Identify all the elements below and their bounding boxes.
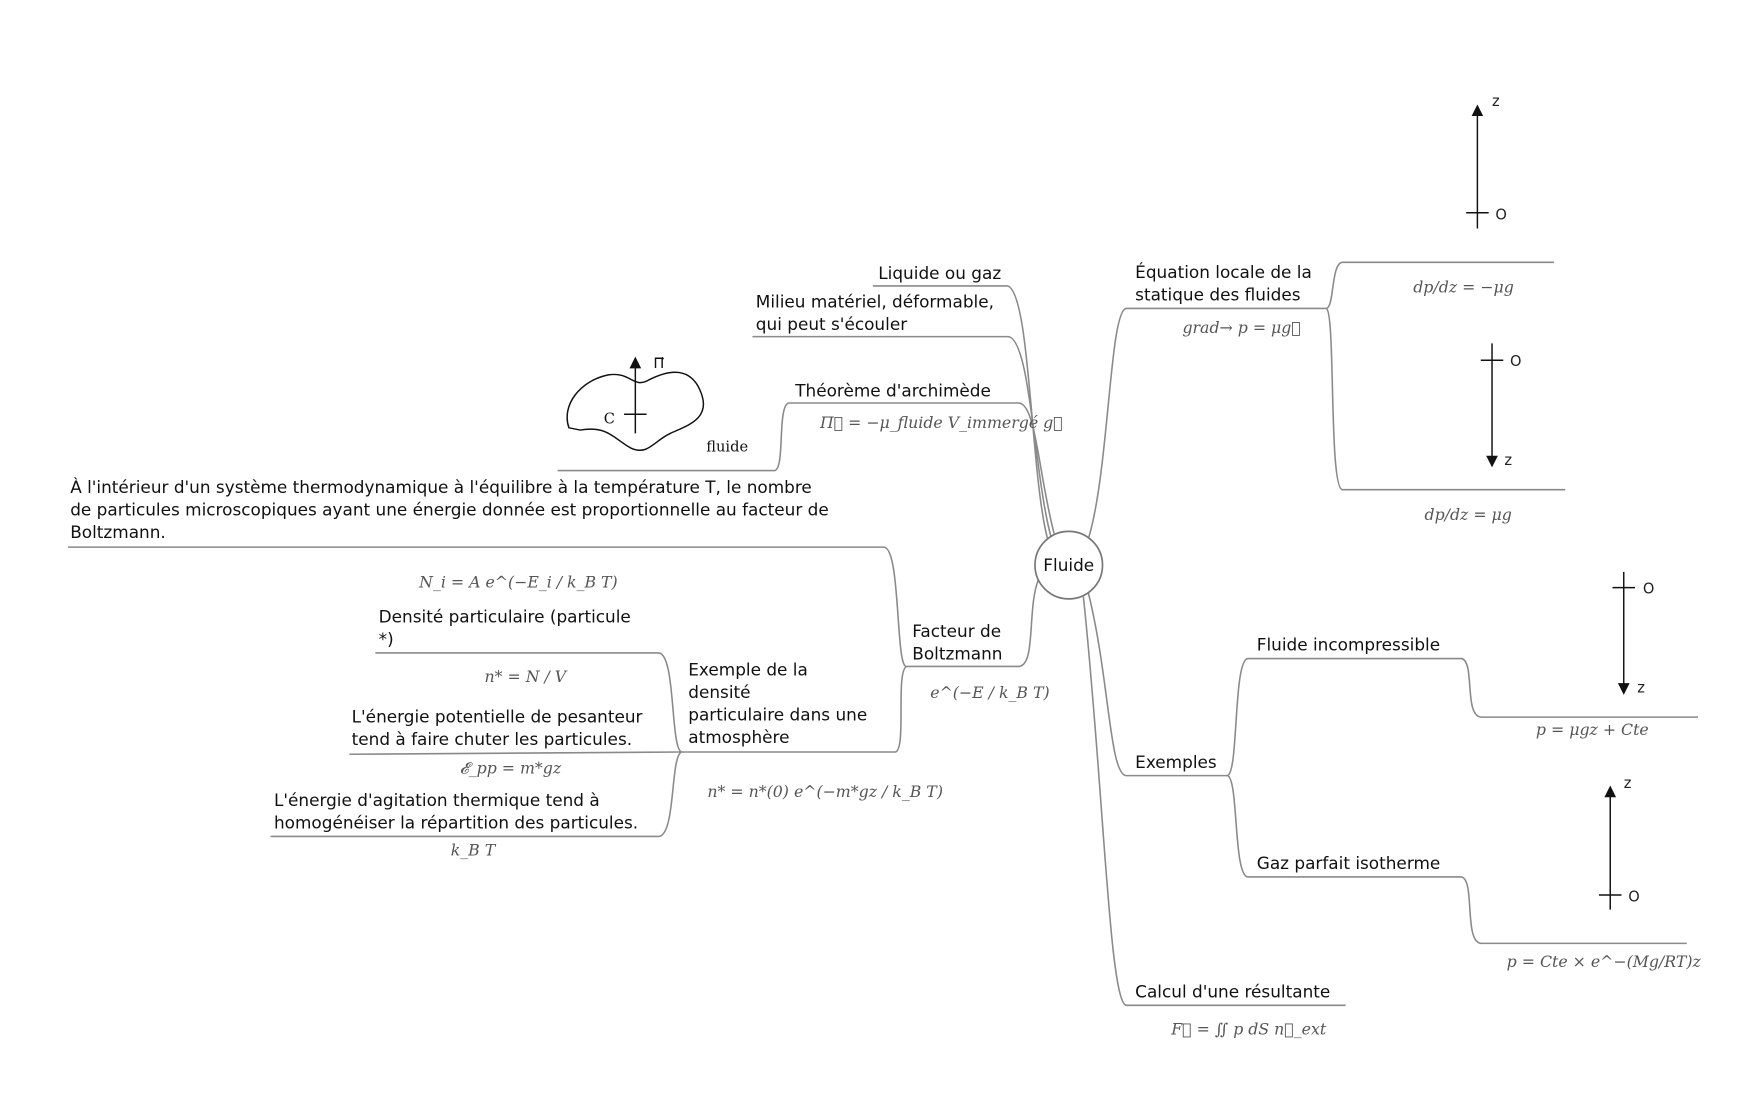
node-text: tend à faire chuter les particules. <box>352 729 632 749</box>
axis-down-icon: O z <box>1480 343 1522 469</box>
formula: n* = N / V <box>484 667 567 686</box>
node-text: qui peut s'écouler <box>756 314 907 334</box>
node-liquide[interactable]: Liquide ou gaz <box>878 263 1001 283</box>
node-gaz-parfait[interactable]: Gaz parfait isotherme p = Cte × e^−(Mg/R… <box>1257 775 1702 971</box>
formula: dp/dz = μg <box>1424 505 1511 524</box>
formula: p = Cte × e^−(Mg/RT)z <box>1507 952 1702 971</box>
axis-z-label: z <box>1504 452 1512 469</box>
node-energie-agitation[interactable]: L'énergie d'agitation thermique tend à h… <box>274 790 638 860</box>
node-boltzmann-statement[interactable]: À l'intérieur d'un système thermodynamiq… <box>70 476 829 592</box>
axis-z-label: z <box>1637 679 1645 696</box>
node-text: Gaz parfait isotherme <box>1257 853 1441 873</box>
node-archimede[interactable]: Théorème d'archimède Π⃗ = −μ_fluide V_im… <box>794 380 1063 432</box>
figure-vector-label: Π⃗ <box>653 355 664 372</box>
formula: k_B T <box>451 841 497 860</box>
node-exemples[interactable]: Exemples <box>1135 752 1217 772</box>
node-text: statique des fluides <box>1135 285 1300 305</box>
axis-z-label: z <box>1624 775 1632 792</box>
formula: e^(−E / k_B T) <box>930 683 1049 702</box>
formula: p = μgz + Cte <box>1536 720 1649 739</box>
node-dpdz-neg[interactable]: dp/dz = −μg z O <box>1413 93 1514 297</box>
node-text: atmosphère <box>688 727 789 747</box>
node-fluide-incompressible[interactable]: Fluide incompressible p = μgz + Cte O z <box>1257 571 1655 739</box>
node-text: Théorème d'archimède <box>794 380 991 400</box>
node-text: Milieu matériel, déformable, <box>756 291 994 311</box>
node-resultante[interactable]: Calcul d'une résultante F⃗ = ∬ p dS n⃗_e… <box>1135 981 1330 1038</box>
node-text: Fluide incompressible <box>1257 635 1440 655</box>
node-text: Facteur de <box>912 621 1001 641</box>
node-dpdz-pos[interactable]: dp/dz = μg O z <box>1424 343 1522 524</box>
node-boltzmann[interactable]: Facteur de Boltzmann e^(−E / k_B T) <box>912 621 1049 702</box>
formula: N_i = A e^(−E_i / k_B T) <box>418 573 618 592</box>
axis-down-icon: O z <box>1612 571 1655 696</box>
connectors <box>67 261 1699 1007</box>
center-node[interactable]: Fluide <box>1034 530 1104 600</box>
node-text: Exemple de la <box>688 659 808 679</box>
node-text: de particules microscopiques ayant une é… <box>70 500 829 520</box>
node-densite-particulaire[interactable]: Densité particulaire (particule *) n* = … <box>379 607 631 687</box>
node-text: particulaire dans une <box>688 704 867 724</box>
axis-o-label: O <box>1643 580 1655 597</box>
node-text: L'énergie d'agitation thermique tend à <box>274 790 600 810</box>
formula: Π⃗ = −μ_fluide V_immergé g⃗ <box>819 413 1063 432</box>
formula: grad→ p = μg⃗ <box>1182 318 1300 337</box>
formula: F⃗ = ∬ p dS n⃗_ext <box>1170 1020 1327 1039</box>
center-label: Fluide <box>1043 555 1094 575</box>
axis-o-label: O <box>1495 207 1507 224</box>
axis-up-icon: z O <box>1598 775 1640 910</box>
node-milieu[interactable]: Milieu matériel, déformable, qui peut s'… <box>756 291 994 334</box>
figure-center-label: C <box>604 410 615 427</box>
formula: dp/dz = −μg <box>1413 278 1514 297</box>
formula: n* = n*(0) e^(−m*gz / k_B T) <box>707 782 943 801</box>
node-text: Boltzmann. <box>70 522 166 542</box>
archimede-figure: Π⃗ C fluide <box>566 355 748 455</box>
axis-o-label: O <box>1510 353 1522 370</box>
node-equation-locale[interactable]: Équation locale de la statique des fluid… <box>1135 261 1312 337</box>
node-text: Calcul d'une résultante <box>1135 981 1330 1001</box>
node-energie-potentielle[interactable]: L'énergie potentielle de pesanteur tend … <box>352 707 643 778</box>
node-text: Équation locale de la <box>1135 261 1312 282</box>
node-text: *) <box>379 629 394 649</box>
figure-caption: fluide <box>706 438 748 455</box>
formula: 𝓔_pp = m*gz <box>460 758 562 777</box>
node-text: L'énergie potentielle de pesanteur <box>352 707 643 727</box>
node-text: densité <box>688 682 750 702</box>
node-text: Densité particulaire (particule <box>379 607 631 627</box>
axis-up-icon: z O <box>1466 93 1507 229</box>
axis-o-label: O <box>1628 889 1640 906</box>
node-exemple-densite[interactable]: Exemple de la densité particulaire dans … <box>688 659 943 801</box>
node-text: Boltzmann <box>912 644 1002 664</box>
node-text: homogénéiser la répartition des particul… <box>274 813 638 833</box>
node-text: À l'intérieur d'un système thermodynamiq… <box>70 476 812 497</box>
axis-z-label: z <box>1492 93 1500 110</box>
